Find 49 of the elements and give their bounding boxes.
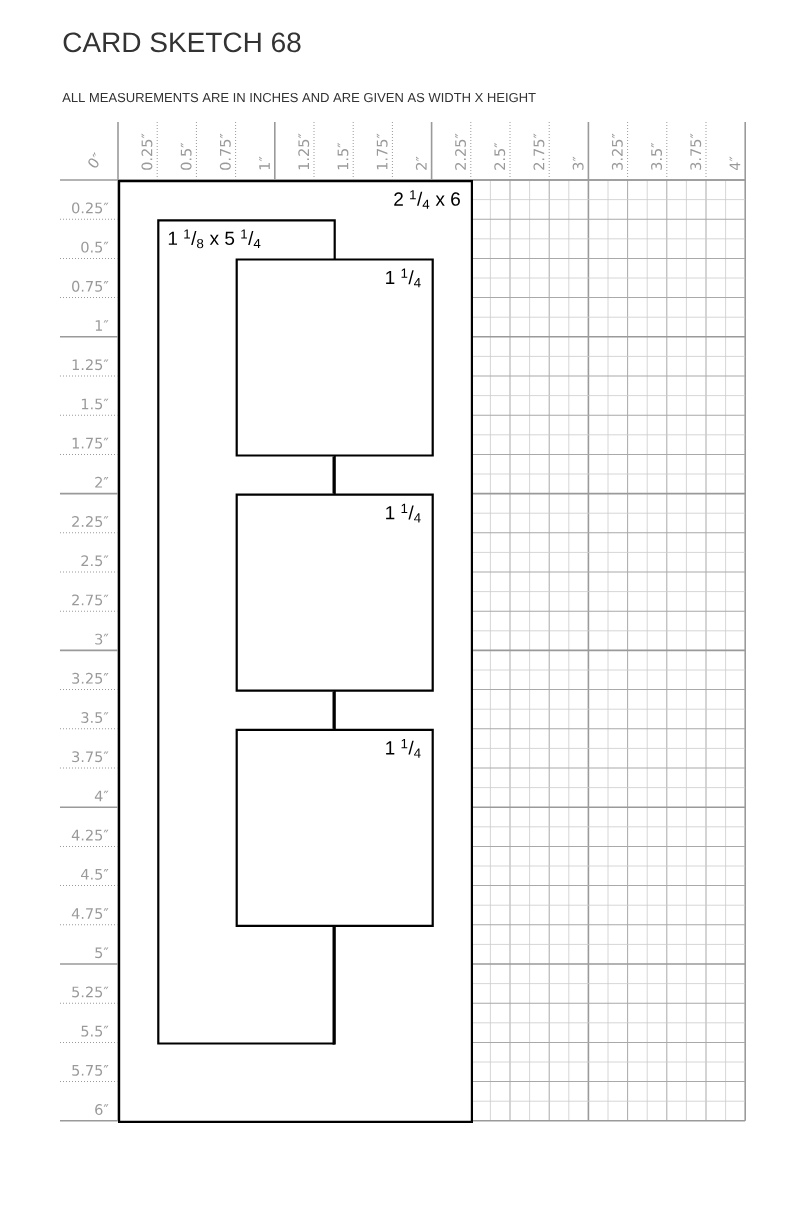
ruler-label: 1.75″ — [72, 437, 109, 449]
ruler-label: 3″ — [95, 633, 109, 645]
ruler-label: 2″ — [95, 476, 109, 488]
connector-line — [332, 927, 335, 1045]
ruler-label: 3.5″ — [651, 142, 662, 170]
ruler-label: 0.5″ — [81, 241, 109, 253]
ruler-label: 4.5″ — [81, 869, 109, 880]
ruler-label: 0″ — [88, 152, 99, 168]
ruler-label: 1.5″ — [337, 142, 349, 170]
ruler-label: 0.75″ — [219, 133, 231, 170]
ruler-label: 3.75″ — [72, 751, 109, 763]
square-box: 1 $^{1}$/$_{4}$ — [235, 258, 434, 457]
ruler-label: 1.75″ — [376, 133, 388, 170]
square-box: 1 $^{1}$/$_{4}$ — [235, 493, 434, 692]
connector-line — [332, 456, 335, 494]
ruler-label: 3.25″ — [611, 133, 623, 170]
ruler-label: 3.25″ — [72, 672, 109, 684]
ruler-label: 6″ — [95, 1104, 109, 1115]
ruler-label: 2.5″ — [81, 555, 109, 567]
ruler-label: 2.25″ — [455, 133, 466, 170]
ruler-label: 5.5″ — [81, 1025, 109, 1037]
ruler-label: 2.75″ — [533, 133, 545, 170]
ruler-label: 3″ — [572, 156, 584, 170]
connector-line — [332, 691, 335, 729]
ruler-label: 1.25″ — [72, 359, 109, 371]
ruler-label: 0.5″ — [180, 142, 192, 170]
ruler-label: 3.5″ — [81, 712, 109, 723]
subtitle: ALL MEASUREMENTS ARE IN INCHES AND ARE GIVEN AS WIDTH X HEIGHT — [62, 92, 536, 103]
ruler-label: 2.25″ — [72, 516, 109, 527]
ruler-label: 1″ — [95, 320, 109, 331]
ruler-label: 4″ — [729, 156, 741, 171]
ruler-label: 3.75″ — [690, 133, 702, 170]
ruler-label: 1″ — [259, 156, 270, 170]
ruler-label: 5.25″ — [72, 986, 109, 998]
ruler-label: 0.75″ — [72, 280, 109, 292]
ruler-label: 5″ — [95, 947, 109, 959]
ruler-label: 1.5″ — [81, 398, 109, 410]
ruler-label: 4″ — [94, 790, 109, 802]
ruler-label: 2″ — [415, 156, 427, 170]
ruler-label: 4.75″ — [71, 908, 109, 919]
ruler-label: 1.25″ — [298, 133, 310, 170]
title: CARD SKETCH 68 — [63, 32, 301, 53]
square-box: 1 $^{1}$/$_{4}$ — [235, 728, 434, 927]
ruler-label: 2.75″ — [72, 594, 109, 606]
ruler-label: 2.5″ — [494, 142, 506, 170]
ruler-label: 4.25″ — [71, 829, 109, 841]
ruler-label: 0.25″ — [72, 202, 109, 214]
ruler-label: 5.75″ — [72, 1065, 109, 1076]
ruler-label: 0.25″ — [141, 133, 153, 170]
